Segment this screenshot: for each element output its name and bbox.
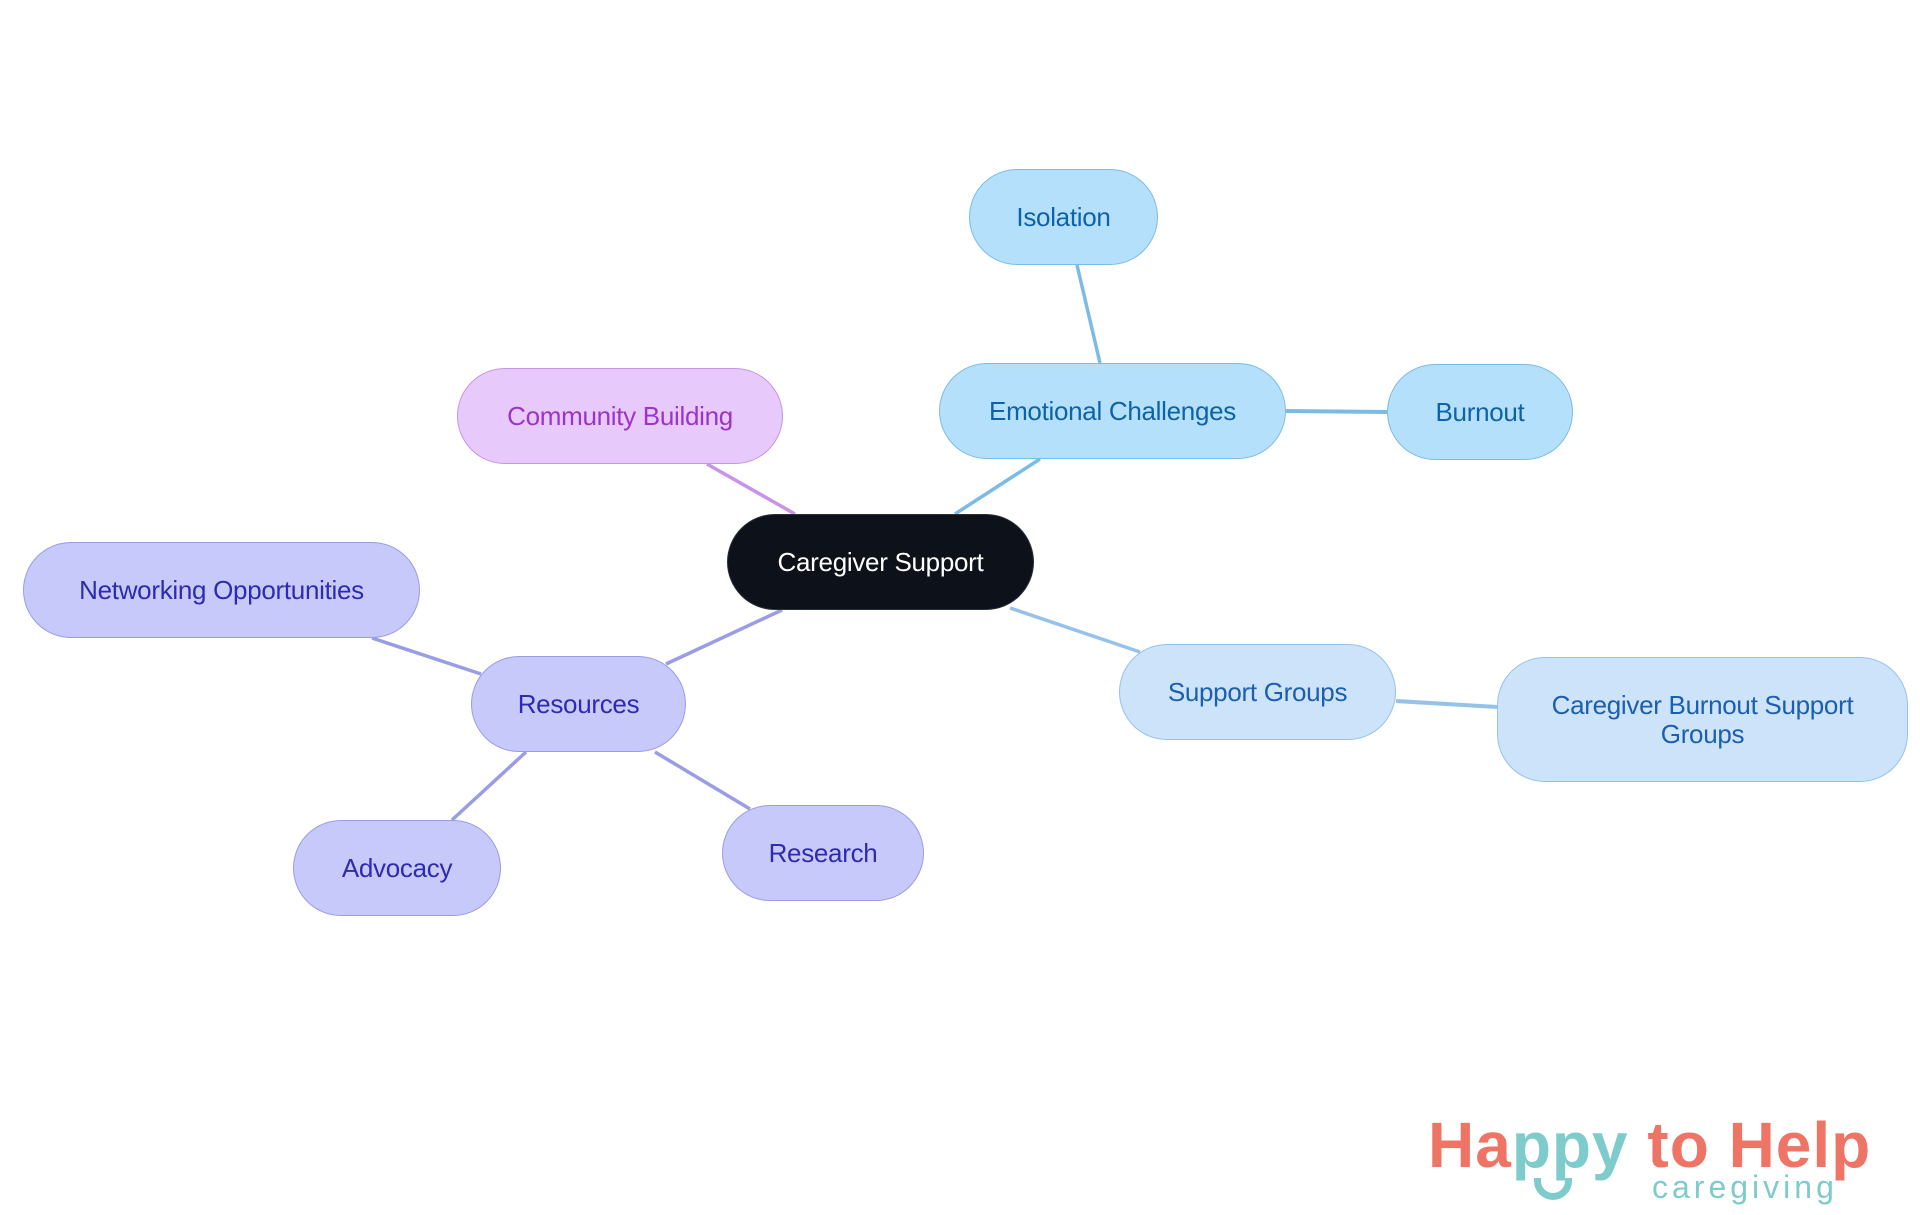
logo-text-to-help: to Help (1628, 1109, 1872, 1181)
edge-root-support (1009, 606, 1141, 654)
node-label: Isolation (1016, 201, 1111, 232)
node-label: Resources (517, 688, 640, 719)
node-label: Caregiver Support (777, 546, 984, 577)
node-networking-opportunities[interactable]: Networking Opportunities (23, 542, 420, 638)
node-label: Burnout (1435, 396, 1525, 427)
logo-text-ha: Ha (1428, 1109, 1512, 1181)
edge-support-cbsg (1395, 699, 1498, 709)
smile-icon (1534, 1178, 1572, 1200)
node-research[interactable]: Research (722, 805, 924, 901)
node-label: Caregiver Burnout Support Groups (1551, 689, 1854, 749)
edge-emotional-burnout (1285, 409, 1388, 414)
node-label: Advocacy (341, 852, 453, 883)
logo-wordmark: Happy to Help (1428, 1110, 1871, 1180)
logo-tagline: caregiving (1652, 1169, 1838, 1205)
logo-text-ppy: ppy (1511, 1109, 1629, 1181)
edge-root-emotional (954, 457, 1041, 516)
node-resources[interactable]: Resources (471, 656, 686, 752)
node-isolation[interactable]: Isolation (969, 169, 1158, 265)
node-community-building[interactable]: Community Building (457, 368, 783, 464)
edge-root-resources (665, 608, 783, 666)
edge-emotional-isolation (1075, 264, 1102, 364)
edge-resources-networking (371, 636, 482, 676)
node-emotional-challenges[interactable]: Emotional Challenges (939, 363, 1286, 459)
node-burnout[interactable]: Burnout (1387, 364, 1573, 460)
node-label: Networking Opportunities (79, 574, 364, 605)
node-advocacy[interactable]: Advocacy (293, 820, 501, 916)
node-label: Community Building (507, 400, 733, 431)
edge-resources-advocacy (450, 750, 528, 822)
brand-logo: Happy to Help caregiving (1428, 1110, 1888, 1210)
node-label: Emotional Challenges (989, 395, 1236, 426)
edge-root-community (706, 462, 796, 516)
node-label: Research (768, 837, 878, 868)
node-support-groups[interactable]: Support Groups (1119, 644, 1396, 740)
node-label: Support Groups (1167, 676, 1348, 707)
node-caregiver-support[interactable]: Caregiver Support (727, 514, 1034, 610)
edge-resources-research (654, 750, 751, 811)
node-caregiver-burnout-support-groups[interactable]: Caregiver Burnout Support Groups (1497, 657, 1908, 782)
